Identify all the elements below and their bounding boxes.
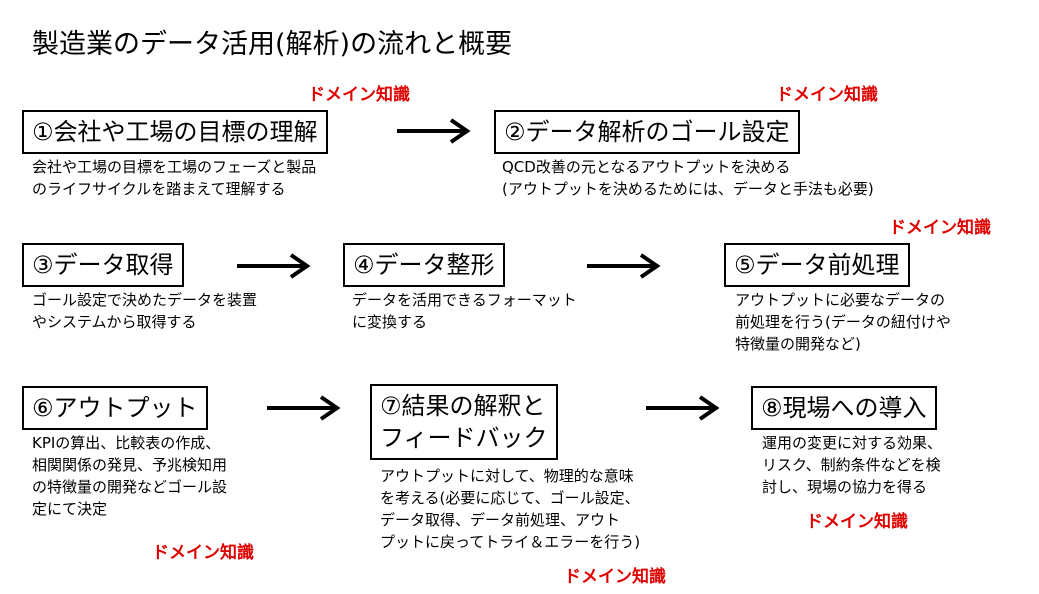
step-5-description: アウトプットに必要なデータの 前処理を行う(データの紐付けや 特徴量の開発など) (735, 291, 951, 353)
domain-tag-step6: ドメイン知識 (152, 543, 254, 563)
step-7-description: アウトプットに対して、物理的な意味 を考える(必要に応じて、ゴール設定、 データ… (380, 467, 641, 551)
step-4-box: ④データ整形 (343, 243, 505, 287)
arrow-right-icon (587, 253, 661, 279)
step-3-box: ③データ取得 (22, 243, 184, 287)
step-8-description: 運用の変更に対する効果、 リスク、制約条件などを検 討し、現場の協力を得る (762, 434, 943, 496)
domain-tag-step5: ドメイン知識 (889, 218, 991, 238)
step-8-box: ⑧現場への導入 (751, 386, 937, 430)
step-7-box: ⑦結果の解釈と フィードバック (370, 384, 558, 460)
step-1-description: 会社や工場の目標を工場のフェーズと製品 のライフサイクルを踏まえて理解する (32, 158, 317, 198)
arrow-right-icon (237, 253, 311, 279)
step-1-box: ①会社や工場の目標の理解 (22, 110, 328, 154)
arrow-right-icon (646, 395, 720, 421)
domain-tag-step7: ドメイン知識 (564, 567, 666, 587)
step-2-description: QCD改善の元となるアウトプットを決める (アウトプットを決めるためには、データ… (502, 158, 874, 198)
arrow-right-icon (397, 118, 471, 144)
domain-tag-step1: ドメイン知識 (308, 85, 410, 105)
step-5-box: ⑤データ前処理 (724, 243, 910, 287)
step-3-description: ゴール設定で決めたデータを装置 やシステムから取得する (32, 291, 258, 331)
domain-tag-step8: ドメイン知識 (806, 512, 908, 532)
step-2-box: ②データ解析のゴール設定 (494, 110, 800, 154)
page-title: 製造業のデータ活用(解析)の流れと概要 (32, 29, 513, 60)
step-6-description: KPIの算出、比較表の作成、 相関関係の発見、予兆検知用 の特徴量の開発などゴー… (32, 434, 228, 518)
step-6-box: ⑥アウトプット (22, 386, 208, 430)
domain-tag-step2: ドメイン知識 (776, 85, 878, 105)
arrow-right-icon (267, 395, 341, 421)
step-4-description: データを活用できるフォーマット に変換する (352, 291, 577, 331)
